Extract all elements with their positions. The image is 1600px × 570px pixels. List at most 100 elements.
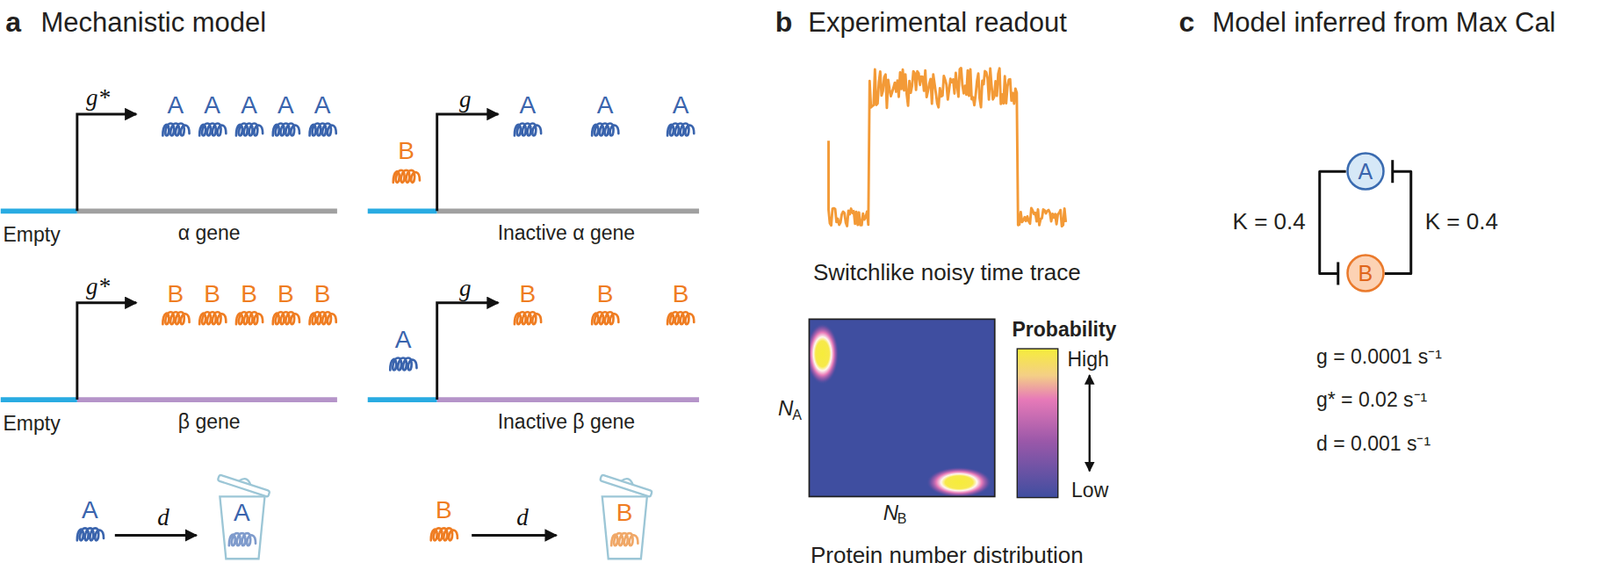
degradation-a xyxy=(217,474,271,497)
degradation-b xyxy=(431,527,458,541)
beta-gene-inactive xyxy=(514,311,541,325)
protein-letter: A xyxy=(233,498,251,527)
repression-edge xyxy=(1384,159,1412,274)
gene-label: Inactive α gene xyxy=(497,221,636,245)
alpha-gene-active xyxy=(0,208,78,214)
alpha-gene-inactive xyxy=(514,122,541,136)
alpha-gene-inactive xyxy=(437,114,499,211)
gene-label: Empty xyxy=(2,411,60,435)
rate-symbol: g xyxy=(459,274,472,303)
beta-gene-inactive xyxy=(437,302,499,400)
protein-letter: B xyxy=(277,280,295,309)
protein-letter: A xyxy=(81,496,99,525)
legend-label: High xyxy=(1066,347,1109,371)
rate-symbol: g* xyxy=(86,273,110,301)
beta-gene-active xyxy=(236,311,263,325)
panel-title: Experimental readout xyxy=(807,7,1067,39)
heatmap xyxy=(808,323,992,497)
alpha-gene-active xyxy=(0,114,338,211)
heatmap xyxy=(808,323,839,385)
rate-symbol: d xyxy=(157,504,170,532)
beta-gene-active xyxy=(162,311,336,325)
alpha-gene-inactive xyxy=(667,122,694,136)
edge-label: K = 0.4 xyxy=(1423,209,1500,236)
beta-gene-active xyxy=(0,396,78,403)
beta-gene-active xyxy=(273,311,300,325)
beta-gene-active xyxy=(0,302,338,400)
heatmap xyxy=(926,467,992,498)
panel-letter: a xyxy=(5,6,22,39)
parameter-value: g* = 0.02 s⁻¹ xyxy=(1316,388,1428,411)
repression-bar xyxy=(1390,159,1394,183)
beta-gene-inactive xyxy=(514,311,694,325)
degradation-b xyxy=(471,533,556,537)
beta-gene-active xyxy=(309,311,337,325)
alpha-gene-active xyxy=(309,122,337,136)
heatmap xyxy=(806,318,995,498)
gene-label: Empty xyxy=(2,223,60,246)
degradation-a xyxy=(77,470,272,559)
beta-gene-inactive xyxy=(591,311,619,325)
legend-title: Probability xyxy=(1012,317,1118,341)
alpha-gene-inactive xyxy=(591,122,619,136)
parameter-value: g = 0.0001 s⁻¹ xyxy=(1316,345,1442,368)
beta-gene-inactive xyxy=(437,396,700,403)
protein-letter: B xyxy=(167,280,185,309)
protein-letter: B xyxy=(203,280,221,309)
degradation-b xyxy=(599,470,654,498)
alpha-gene-inactive xyxy=(437,208,700,214)
panel-title: Mechanistic model xyxy=(40,7,267,39)
protein-letter: B xyxy=(435,496,453,525)
alpha-gene-inactive xyxy=(514,122,694,136)
degradation-b xyxy=(599,474,653,497)
alpha-gene-active xyxy=(162,122,189,136)
node-label: B xyxy=(1357,262,1373,285)
degradation-b xyxy=(620,476,635,485)
legend-label: Low xyxy=(1071,478,1109,502)
node-circle xyxy=(1347,153,1384,190)
panel-caption: Protein number distribution xyxy=(810,542,1084,570)
protein-letter: B xyxy=(672,280,690,309)
degradation-a xyxy=(238,476,253,485)
panel-title: Model inferred from Max Cal xyxy=(1211,7,1556,39)
axis-subscript: B xyxy=(897,511,908,527)
repression-edge xyxy=(1319,171,1347,285)
repression-line xyxy=(1319,171,1347,274)
beta-gene-inactive xyxy=(367,302,700,400)
beta-gene-inactive xyxy=(667,311,694,325)
protein-letter: A xyxy=(240,91,258,120)
repression-line xyxy=(1384,171,1412,274)
protein-letter: B xyxy=(616,498,634,527)
alpha-gene-inactive xyxy=(367,114,700,211)
heatmap xyxy=(808,318,995,497)
protein-letter: A xyxy=(203,91,221,120)
panel-caption: Switchlike noisy time trace xyxy=(813,259,1082,287)
degradation-b xyxy=(611,533,638,546)
gene-label: β gene xyxy=(178,410,241,433)
alpha-gene-active xyxy=(236,122,263,136)
protein-letter: A xyxy=(597,91,614,120)
protein-letter: A xyxy=(518,91,536,120)
degradation-b xyxy=(602,496,648,559)
alpha-gene-inactive xyxy=(367,208,438,214)
repression-bar xyxy=(1336,261,1340,285)
rate-symbol: d xyxy=(516,504,529,532)
panel-letter: b xyxy=(775,6,793,39)
degradation-a xyxy=(229,533,256,546)
alpha-gene-active xyxy=(199,122,226,136)
beta-gene-active xyxy=(199,311,226,325)
panel-letter: c xyxy=(1178,6,1195,39)
protein-letter: B xyxy=(518,280,536,309)
alpha-gene-active xyxy=(162,122,336,136)
beta-gene-inactive xyxy=(389,358,417,371)
alpha-gene-inactive xyxy=(393,170,420,183)
alpha-gene-active xyxy=(77,208,338,214)
degradation-b xyxy=(599,470,654,559)
protein-letter: A xyxy=(672,91,690,120)
degradation-a xyxy=(219,496,265,559)
time-trace xyxy=(828,67,1067,226)
alpha-gene-active xyxy=(77,114,137,211)
time-trace xyxy=(828,67,1067,226)
parameter-value: d = 0.001 s⁻¹ xyxy=(1316,432,1431,455)
protein-letter: A xyxy=(395,325,412,354)
